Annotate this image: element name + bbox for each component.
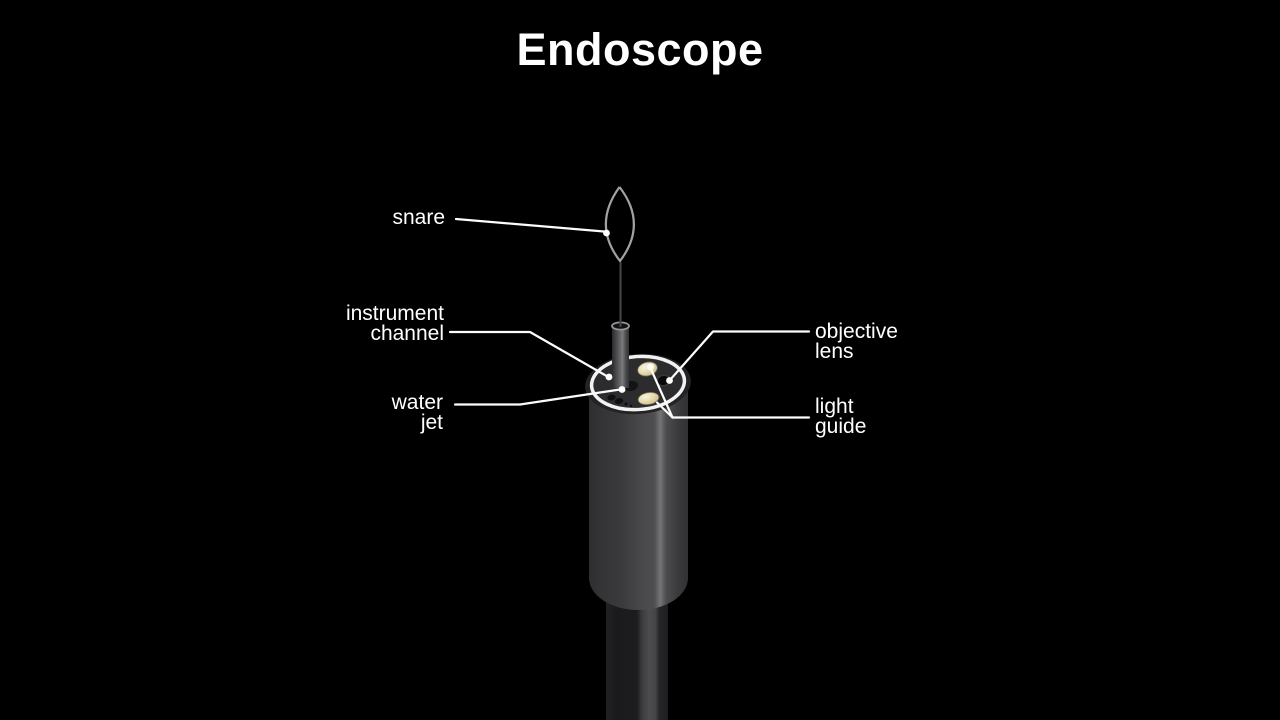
leader-line-snare	[454, 217, 606, 233]
label-snare: snare	[392, 206, 445, 229]
leader-line-instrument-channel	[448, 330, 609, 378]
label-objective-lens: objective lens	[815, 320, 898, 363]
leader-dot-instrument-channel	[605, 373, 613, 381]
leader-dot-light-guide	[647, 363, 654, 371]
leader-dot-objective-lens	[666, 377, 673, 384]
leader-line-water-jet	[453, 388, 622, 406]
leader-line-light-guide-lower	[655, 401, 674, 419]
label-water-jet: water jet	[391, 391, 443, 434]
instrument-channel-tube	[611, 321, 630, 388]
leader-dot-water-jet	[618, 386, 626, 393]
leader-dot-snare	[603, 229, 610, 237]
label-instrument-channel: instrument channel	[345, 302, 444, 345]
light-guide-window-lower	[637, 391, 660, 406]
leader-line-objective-lens	[668, 330, 811, 382]
label-light-guide: light guide	[815, 395, 867, 438]
water-jet-nozzles	[607, 394, 633, 408]
diagram-title: Endoscope	[516, 24, 764, 75]
snare-loop	[604, 186, 635, 263]
